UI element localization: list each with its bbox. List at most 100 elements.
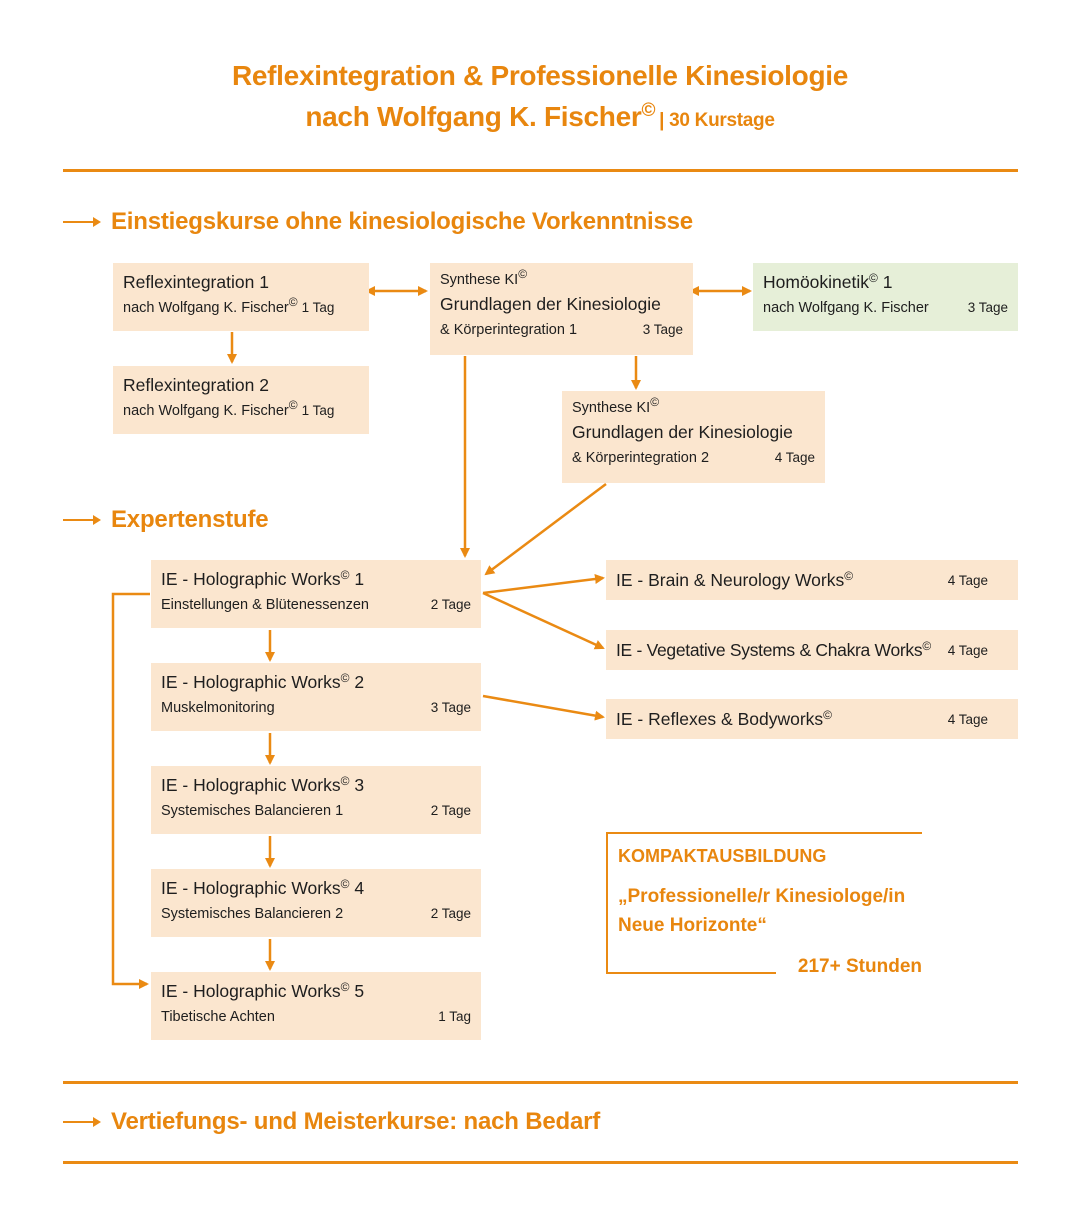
course-title: IE - Vegetative Systems & Chakra Works — [616, 639, 923, 660]
course-title: Homöokinetik — [763, 272, 870, 292]
course-subtitle-row: nach Wolfgang K. Fischer 3 Tage — [763, 297, 1008, 319]
course-days: 2 Tage — [430, 597, 471, 612]
course-holographic-works-2[interactable]: IE - Holographic Works© 2 Muskelmonitori… — [151, 663, 481, 731]
copyright-mark: © — [340, 980, 350, 994]
course-holographic-works-1[interactable]: IE - Holographic Works© 1 Einstellungen … — [151, 560, 481, 628]
course-row: IE - Reflexes & Bodyworks© 4 Tage — [616, 699, 988, 739]
title-copyright: © — [641, 100, 656, 121]
course-number: 1 — [354, 569, 365, 589]
course-synthese-ki-2[interactable]: Synthese KI© Grundlagen der Kinesiologie… — [562, 391, 825, 483]
course-title: IE - Reflexes & Bodyworks — [616, 708, 824, 729]
course-title-row: IE - Holographic Works© 5 — [161, 980, 471, 1002]
link-synthese2-holo1 — [484, 483, 607, 576]
divider-bottom-1 — [63, 1081, 1018, 1084]
course-days: 2 Tage — [430, 803, 471, 818]
copyright-mark: © — [340, 877, 350, 891]
course-days: 1 Tag — [301, 403, 335, 418]
course-holographic-works-3[interactable]: IE - Holographic Works© 3 Systemisches B… — [151, 766, 481, 834]
course-title-row: IE - Holographic Works© 2 — [161, 671, 471, 693]
course-reflexintegration-1[interactable]: Reflexintegration 1 nach Wolfgang K. Fis… — [113, 263, 369, 331]
course-subtitle: Tibetische Achten — [161, 1009, 275, 1025]
course-title-row: IE - Holographic Works© 4 — [161, 877, 471, 899]
course-days: 3 Tage — [430, 700, 471, 715]
course-vegetative-chakra-works[interactable]: IE - Vegetative Systems & Chakra Works© … — [606, 630, 1018, 670]
title-author: nach Wolfgang K. Fischer — [305, 101, 642, 132]
course-number: 4 — [354, 878, 365, 898]
kompakt-hours: 217+ Stunden — [797, 956, 922, 977]
course-pre-row: Synthese KI© — [572, 395, 815, 419]
course-title: Grundlagen der Kinesiologie — [440, 294, 661, 314]
course-title-row: IE - Brain & Neurology Works© — [616, 570, 853, 591]
course-pre-row: Synthese KI© — [440, 268, 683, 291]
course-subtitle: Einstellungen & Blütenessenzen — [161, 597, 369, 613]
arrow-right-icon — [63, 217, 101, 227]
panel-border-left — [606, 832, 608, 974]
copyright-mark: © — [650, 395, 660, 409]
course-title-row: IE - Vegetative Systems & Chakra Works© — [616, 640, 931, 661]
divider-top — [63, 169, 1018, 172]
copyright-mark: © — [288, 398, 298, 412]
course-title: IE - Holographic Works — [161, 981, 341, 1001]
course-title-row: IE - Holographic Works© 1 — [161, 568, 471, 590]
copyright-mark: © — [869, 271, 878, 285]
course-reflexintegration-2[interactable]: Reflexintegration 2 nach Wolfgang K. Fis… — [113, 366, 369, 434]
kompakt-name-line-2: Neue Horizonte“ — [618, 915, 767, 936]
link-holo1-holo5-bypass — [111, 592, 150, 989]
course-title-row: IE - Reflexes & Bodyworks© — [616, 709, 832, 730]
course-title: Reflexintegration 2 — [123, 375, 269, 395]
course-title: IE - Holographic Works — [161, 775, 341, 795]
course-title: Grundlagen der Kinesiologie — [572, 422, 793, 442]
copyright-mark: © — [340, 774, 350, 788]
course-reflexes-bodyworks[interactable]: IE - Reflexes & Bodyworks© 4 Tage — [606, 699, 1018, 739]
course-days: 4 Tage — [774, 450, 815, 465]
course-days: 4 Tage — [947, 642, 988, 658]
course-number: 3 — [354, 775, 365, 795]
course-subtitle: Muskelmonitoring — [161, 700, 275, 716]
copyright-mark: © — [922, 638, 931, 653]
course-row: IE - Vegetative Systems & Chakra Works© … — [616, 630, 988, 670]
course-homoeokinetik-1[interactable]: Homöokinetik© 1 nach Wolfgang K. Fischer… — [753, 263, 1018, 331]
course-holographic-works-5[interactable]: IE - Holographic Works© 5 Tibetische Ach… — [151, 972, 481, 1040]
course-title: IE - Holographic Works — [161, 878, 341, 898]
course-subtitle: & Körperintegration 1 — [440, 322, 578, 338]
course-subtitle: Systemisches Balancieren 1 — [161, 803, 344, 819]
arrow-right-icon — [63, 515, 101, 525]
title-line-1: Reflexintegration & Professionelle Kines… — [231, 60, 849, 91]
course-title: Reflexintegration 1 — [123, 272, 269, 292]
link-holo1-vegetative — [482, 591, 605, 650]
course-days: 3 Tage — [967, 300, 1008, 315]
course-subtitle-row: Muskelmonitoring 3 Tage — [161, 697, 471, 719]
section-expert-heading: Expertenstufe — [63, 506, 269, 534]
course-synthese-ki-1[interactable]: Synthese KI© Grundlagen der Kinesiologie… — [430, 263, 693, 355]
course-days: 2 Tage — [430, 906, 471, 921]
course-subtitle-row: Systemisches Balancieren 1 2 Tage — [161, 800, 471, 822]
copyright-mark: © — [288, 295, 298, 309]
course-subtitle: nach Wolfgang K. Fischer — [123, 403, 289, 419]
course-title: IE - Holographic Works — [161, 672, 341, 692]
copyright-mark: © — [844, 568, 854, 583]
divider-bottom-2 — [63, 1161, 1018, 1164]
copyright-mark: © — [340, 568, 350, 582]
course-pre: Synthese KI — [440, 272, 519, 288]
course-title-row: IE - Holographic Works© 3 — [161, 774, 471, 796]
course-days: 3 Tage — [642, 322, 683, 337]
course-holographic-works-4[interactable]: IE - Holographic Works© 4 Systemisches B… — [151, 869, 481, 937]
course-title: IE - Holographic Works — [161, 569, 341, 589]
link-holo2-reflexes — [482, 694, 605, 721]
course-subtitle: & Körperintegration 2 — [572, 450, 710, 466]
course-title: IE - Brain & Neurology Works — [616, 569, 845, 590]
copyright-mark: © — [340, 671, 350, 685]
course-subtitle-row: & Körperintegration 1 3 Tage — [440, 319, 683, 341]
arrow-right-icon — [63, 1117, 101, 1127]
course-number: 1 — [882, 272, 893, 292]
course-pre: Synthese KI — [572, 400, 651, 416]
kompakt-name-line-1: „Professionelle/r Kinesiologe/in — [618, 886, 906, 907]
section-advanced-label: Vertiefungs- und Meisterkurse: nach Beda… — [111, 1108, 601, 1135]
section-expert-label: Expertenstufe — [111, 506, 269, 533]
course-brain-neurology-works[interactable]: IE - Brain & Neurology Works© 4 Tage — [606, 560, 1018, 600]
course-number: 5 — [354, 981, 365, 1001]
section-intro-label: Einstiegskurse ohne kinesiologische Vork… — [111, 208, 693, 235]
course-number: 2 — [354, 672, 365, 692]
